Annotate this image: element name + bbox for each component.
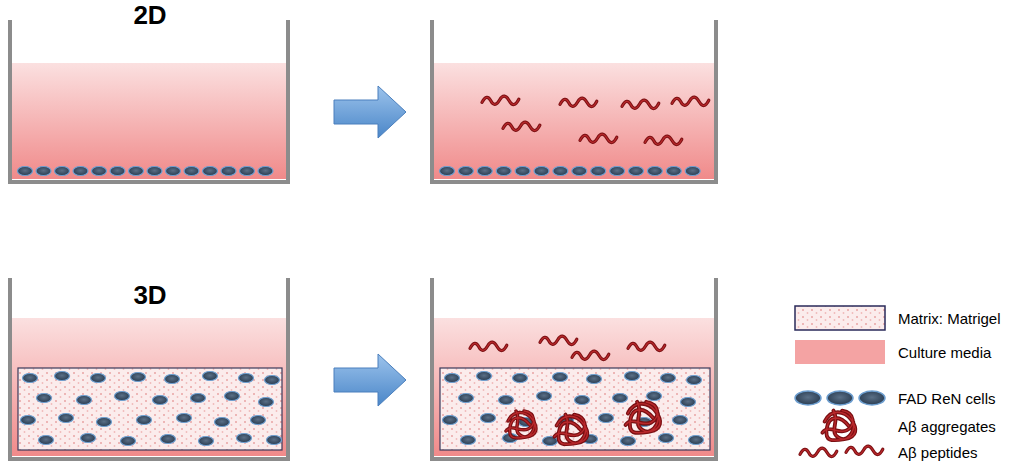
cell — [610, 167, 625, 176]
cell — [184, 167, 199, 176]
cell — [240, 167, 255, 176]
cell — [161, 435, 176, 444]
cell — [191, 394, 206, 403]
cell — [599, 414, 614, 423]
legend-text: Matrix: Matrigel — [898, 310, 1001, 327]
cell — [203, 167, 218, 176]
cell — [131, 373, 146, 382]
legend-swatch — [795, 340, 885, 364]
cell — [659, 434, 674, 443]
cell — [77, 396, 92, 405]
cell — [18, 167, 33, 176]
legend-text: Culture media — [898, 344, 991, 361]
cell — [681, 398, 696, 407]
cell — [591, 167, 606, 176]
cell — [203, 372, 218, 381]
cell — [115, 392, 130, 401]
cell — [137, 416, 152, 425]
cell — [673, 416, 688, 425]
cell — [496, 167, 511, 176]
cell — [647, 392, 662, 401]
cell — [23, 374, 38, 383]
cell — [251, 416, 266, 425]
cell — [237, 434, 252, 443]
cell — [97, 418, 112, 427]
cell — [21, 416, 36, 425]
cell — [613, 394, 628, 403]
cell — [121, 437, 136, 446]
cell — [59, 414, 74, 423]
panel-label: 2D — [133, 0, 166, 31]
cell — [129, 167, 144, 176]
cell — [666, 167, 681, 176]
cell — [477, 167, 492, 176]
cell — [575, 396, 590, 405]
cell — [215, 418, 230, 427]
cell — [221, 167, 236, 176]
cell — [110, 167, 125, 176]
cell — [39, 436, 54, 445]
cell — [440, 167, 455, 176]
cell — [92, 167, 107, 176]
cell — [625, 372, 640, 381]
cell — [225, 392, 240, 401]
cell — [199, 437, 214, 446]
cell — [461, 436, 476, 445]
cell — [166, 167, 181, 176]
cell — [259, 398, 274, 407]
cell — [239, 374, 254, 383]
cell — [153, 396, 168, 405]
cell — [459, 394, 474, 403]
cell — [534, 167, 549, 176]
cell — [687, 376, 702, 385]
cell — [553, 167, 568, 176]
cell — [661, 374, 676, 383]
cell — [572, 167, 587, 176]
cell — [481, 414, 496, 423]
cell — [55, 167, 70, 176]
cell — [258, 167, 273, 176]
cell — [553, 373, 568, 382]
cell — [587, 375, 602, 384]
legend-text: FAD ReN cells — [898, 390, 996, 407]
cell — [165, 375, 180, 384]
cell — [445, 374, 460, 383]
cell — [477, 372, 492, 381]
cell — [267, 436, 282, 445]
cell — [537, 392, 552, 401]
cell — [629, 167, 644, 176]
cell — [177, 414, 192, 423]
cell — [515, 167, 530, 176]
cell — [265, 376, 280, 385]
cell — [621, 437, 636, 446]
cell — [147, 167, 162, 176]
cell — [689, 436, 704, 445]
cell — [91, 374, 106, 383]
cell — [81, 434, 96, 443]
cell — [458, 167, 473, 176]
legend-text: Aβ peptides — [898, 444, 978, 461]
panel-label: 3D — [133, 280, 166, 311]
cell — [647, 167, 662, 176]
cell — [499, 396, 514, 405]
cell — [685, 167, 700, 176]
cell — [36, 167, 51, 176]
cell — [443, 416, 458, 425]
cell — [37, 394, 52, 403]
legend-text: Aβ aggregates — [898, 418, 996, 435]
cell — [55, 372, 70, 381]
cell — [513, 374, 528, 383]
cell — [73, 167, 88, 176]
